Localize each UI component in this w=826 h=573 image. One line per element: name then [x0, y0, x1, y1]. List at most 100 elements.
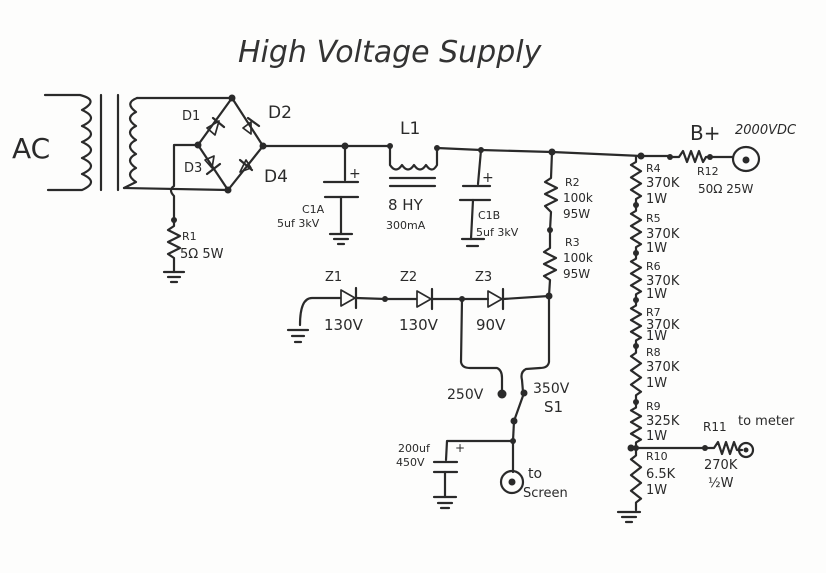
c1b-name: C1B — [478, 209, 500, 222]
r1-name: R1 — [182, 230, 197, 243]
junction-dot — [633, 343, 639, 349]
r5-power: 1W — [646, 241, 667, 256]
wire — [435, 146, 483, 152]
r5-value: 370K — [646, 227, 680, 242]
d3-label: D3 — [184, 161, 202, 176]
junction-dot — [633, 250, 639, 256]
inductor-l1: L1 8 HY 300mA — [386, 119, 440, 232]
diode-d2 — [242, 116, 261, 135]
r6-value: 370K — [646, 274, 680, 289]
wire — [122, 186, 230, 192]
r7-name: R7 — [646, 306, 661, 319]
b-plus-label: B+ — [690, 121, 720, 145]
r12-value: 50Ω 25W — [698, 182, 754, 196]
r10-power: 1W — [646, 483, 667, 498]
c2-voltage: 450V — [396, 456, 425, 469]
wire — [230, 96, 265, 148]
resistor-r2: R2 100k 95W — [543, 150, 593, 232]
r2-value: 100k — [563, 191, 593, 205]
screen-output-label-to: to — [528, 466, 542, 482]
c2-polarity: + — [455, 441, 465, 455]
d2-label: D2 — [268, 103, 292, 123]
c1b-polarity: + — [482, 170, 494, 186]
r4-value: 370K — [646, 176, 680, 191]
s1-position-250v: 250V — [447, 387, 484, 403]
c1a-name: C1A — [302, 203, 325, 216]
r6-name: R6 — [646, 260, 661, 273]
wire — [196, 143, 230, 192]
junction-dot — [633, 297, 639, 303]
wire — [511, 419, 516, 443]
wire — [520, 294, 551, 394]
c1a-polarity: + — [349, 166, 361, 182]
z1-name: Z1 — [325, 270, 342, 285]
meter-output-jack[interactable]: to meter — [737, 414, 795, 459]
r8-value: 370K — [646, 360, 680, 375]
r9-power: 1W — [646, 429, 667, 444]
r9-name: R9 — [646, 400, 661, 413]
resistor-r11: R11 270K ½W — [702, 420, 744, 491]
z3-name: Z3 — [475, 270, 492, 285]
zener-z3: Z3 90V — [475, 270, 506, 334]
d1-label: D1 — [182, 109, 200, 124]
r7-value: 370K — [646, 318, 680, 333]
wire — [169, 143, 200, 222]
meter-output-label: to meter — [738, 414, 795, 429]
wire — [444, 439, 515, 462]
r12-name: R12 — [697, 165, 719, 178]
wire — [501, 294, 551, 301]
r9-value: 325K — [646, 414, 680, 429]
r5-name: R5 — [646, 212, 661, 225]
b-plus-output-jack[interactable]: B+ 2000VDC — [690, 121, 797, 173]
r8-name: R8 — [646, 346, 661, 359]
wire — [550, 150, 643, 158]
wire — [479, 148, 554, 154]
wire — [459, 297, 504, 395]
r11-name: R11 — [703, 420, 727, 434]
wire — [226, 144, 265, 192]
capacitor-screen-filter: + 200uf 450V — [396, 441, 465, 510]
screen-output-label: Screen — [523, 486, 568, 501]
voltage-divider: R4370K1WR5370K1WR6370K1WR7370K1WR8370K1W… — [627, 154, 680, 512]
ground-symbol — [286, 328, 310, 344]
wire — [196, 96, 234, 147]
c2-value: 200uf — [398, 442, 431, 455]
diode-d1 — [206, 116, 226, 136]
l1-name: L1 — [400, 119, 420, 139]
z1-voltage: 130V — [324, 316, 364, 334]
r6-power: 1W — [646, 287, 667, 302]
l1-current: 300mA — [386, 219, 426, 232]
ac-input-label: AC — [12, 132, 50, 165]
r10-name: R10 — [646, 450, 668, 463]
z2-name: Z2 — [400, 270, 417, 285]
r11-value: 270K — [704, 458, 738, 473]
diode-d3 — [204, 155, 222, 176]
bridge-rectifier: D1 D2 D3 D4 — [182, 94, 292, 194]
d4-label: D4 — [264, 167, 288, 187]
s1-position-350v: 350V — [533, 381, 570, 397]
switch-s1[interactable]: 250V 350V S1 — [447, 381, 570, 425]
zener-z2: Z2 130V — [399, 270, 439, 334]
transformer-primary — [43, 93, 93, 192]
c1b-value: 5uf 3kV — [476, 226, 519, 239]
z2-voltage: 130V — [399, 316, 439, 334]
transformer-secondary — [122, 96, 139, 190]
capacitor-c1b: + C1B 5uf 3kV — [458, 148, 519, 248]
junction-dot — [633, 202, 639, 208]
schematic-title: High Voltage Supply — [238, 35, 543, 70]
ground-symbol — [162, 270, 186, 284]
r2-name: R2 — [565, 176, 580, 189]
r2-power: 95W — [563, 207, 590, 221]
r10-value: 6.5K — [646, 467, 676, 482]
r3-power: 95W — [563, 267, 590, 281]
screen-output-jack[interactable]: to Screen — [499, 466, 568, 501]
resistor-r3: R3 100k 95W — [542, 228, 593, 298]
